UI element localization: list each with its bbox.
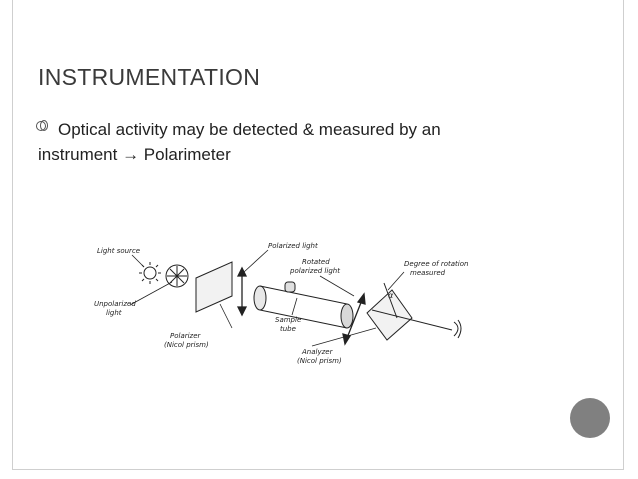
slide-nav-circle: [570, 398, 610, 438]
analyzer-prism: [366, 289, 413, 341]
polarized-arrow: [236, 266, 248, 317]
label-sample-1: Sample: [275, 316, 301, 324]
leader-lines: [129, 249, 405, 347]
label-polarizer-2: (Nicol prism): [164, 341, 209, 349]
label-polarizer-1: Polarizer: [170, 332, 202, 340]
label-analyzer-2: (Nicol prism): [297, 357, 342, 365]
label-light-source: Light source: [97, 247, 140, 255]
bullet-line-2: instrument → Polarimeter: [38, 145, 231, 164]
eye-icon: [453, 319, 462, 339]
label-sample-2: tube: [280, 325, 296, 333]
label-unpolarized-2: light: [106, 309, 122, 317]
label-degree-1: Degree of rotation: [404, 260, 468, 268]
label-analyzer-1: Analyzer: [301, 348, 334, 356]
label-degree-2: measured: [410, 269, 446, 277]
polarimeter-diagram: α Light source Unpolarized light Polariz…: [94, 242, 468, 365]
slide-title: INSTRUMENTATION: [38, 64, 261, 90]
angle-line: [383, 282, 398, 319]
label-unpolarized-1: Unpolarized: [94, 300, 136, 308]
light-path: [371, 309, 453, 331]
polarizer-prism: [195, 261, 233, 313]
unpolarized-light-icon: [165, 264, 189, 288]
sample-tube: [253, 281, 354, 329]
bullet-text: Optical activity may be detected & measu…: [38, 117, 578, 167]
label-polarized-light: Polarized light: [268, 242, 318, 250]
label-rotated-1: Rotated: [302, 258, 330, 266]
angle-label: α: [388, 291, 394, 300]
slide-frame: [12, 0, 624, 470]
label-rotated-2: polarized light: [289, 267, 340, 275]
bullet-icon: [36, 120, 48, 131]
bullet-line-1: Optical activity may be detected & measu…: [58, 120, 441, 139]
